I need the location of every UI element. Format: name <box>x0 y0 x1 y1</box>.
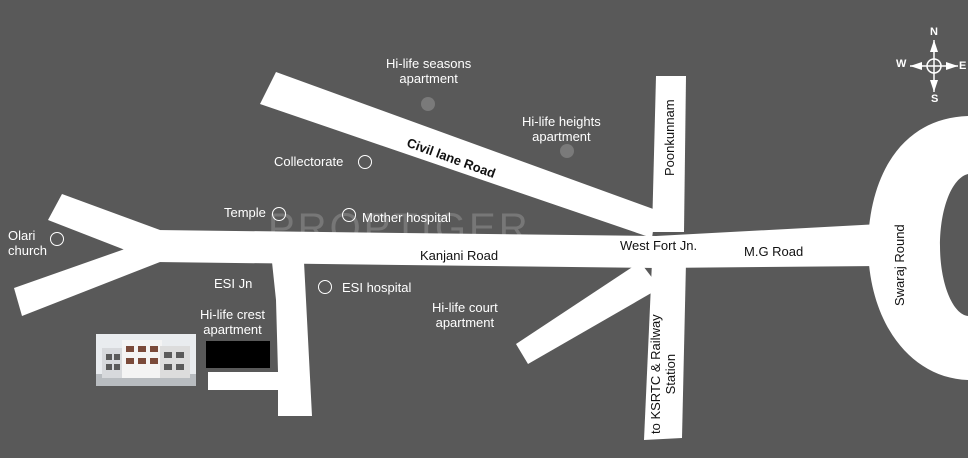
compass-east: E <box>959 60 967 72</box>
mother-hospital-marker <box>342 208 356 222</box>
kanjani-road-label: Kanjani Road <box>420 248 499 263</box>
mg-road-label: M.G Road <box>744 244 804 259</box>
kanjani-mg-road <box>156 224 880 268</box>
compass-west: W <box>896 58 907 70</box>
olari-church-label: Olari church <box>8 228 48 258</box>
apartment-building-image <box>96 334 196 386</box>
collectorate-label: Collectorate <box>274 154 344 169</box>
ksrtc-road <box>644 262 686 440</box>
hilife-heights-label: Hi-life heights apartment <box>522 114 601 144</box>
olari-church-marker <box>50 232 64 246</box>
temple-label: Temple <box>224 205 266 220</box>
west-fort-diagonal-road <box>516 262 660 364</box>
hilife-crest-label: Hi-life crest apartment <box>200 307 266 337</box>
esi-junction-label: ESI Jn <box>214 276 253 291</box>
esi-branch-road <box>208 262 312 416</box>
watermark: PROPTIGER <box>268 206 531 250</box>
compass-north: N <box>930 26 938 38</box>
olari-fork-road-upper <box>48 194 160 262</box>
ksrtc-road-label-line1: to KSRTC & Railway <box>648 314 663 434</box>
ksrtc-road-label: to KSRTC & Railway Station <box>648 314 678 434</box>
apartment-building-icon <box>96 334 196 386</box>
hilife-court-label: Hi-life court apartment <box>432 300 498 330</box>
civil-lane-road <box>260 72 656 238</box>
poonkunnam-road-label: Poonkunnam <box>662 99 677 176</box>
west-fort-junction-label: West Fort Jn. <box>620 238 698 253</box>
temple-marker <box>272 207 286 221</box>
compass-south: S <box>931 93 939 105</box>
hilife-heights-marker <box>560 144 574 158</box>
hilife-crest-marker <box>206 341 270 368</box>
esi-hospital-label: ESI hospital <box>342 280 412 295</box>
olari-fork-road-lower <box>14 238 160 316</box>
esi-hospital-marker <box>318 280 332 294</box>
hilife-seasons-marker <box>421 97 435 111</box>
swaraj-round <box>868 116 968 380</box>
collectorate-marker <box>358 155 372 169</box>
hilife-seasons-label: Hi-life seasons apartment <box>386 56 472 86</box>
ksrtc-road-label-line2: Station <box>663 353 678 395</box>
swaraj-round-label: Swaraj Round <box>892 224 907 306</box>
compass-rose-icon <box>910 40 958 92</box>
mother-hospital-label: Mother hospital <box>362 210 451 225</box>
poonkunnam-road <box>652 76 686 232</box>
compass: N S E W <box>896 26 968 106</box>
